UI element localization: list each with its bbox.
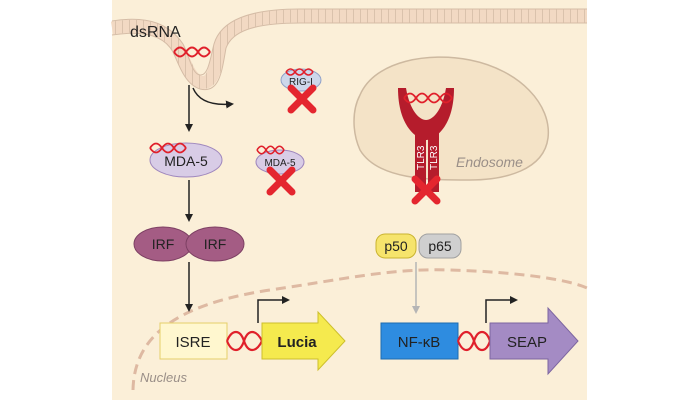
- tlr3-left-label: TLR3: [416, 145, 427, 170]
- promoter-arrow-icon: [257, 296, 290, 323]
- arrow-to-rig1: [192, 87, 234, 109]
- rig1-label: RIG-I: [289, 77, 313, 88]
- p50-label: p50: [384, 238, 408, 254]
- nucleus-label: Nucleus: [140, 370, 187, 385]
- lucia-arrow-shape: [261, 310, 346, 372]
- endosome: [353, 56, 550, 181]
- isre-lucia-reporter: ISRE Lucia: [159, 296, 346, 372]
- irf-left-label: IRF: [152, 236, 175, 252]
- seap-label: SEAP: [507, 334, 547, 351]
- dsrna-label: dsRNA: [130, 24, 181, 41]
- plasma-membrane: [110, 9, 587, 89]
- isre-label: ISRE: [175, 334, 210, 351]
- mda5-active-label: MDA-5: [164, 153, 208, 169]
- tlr3-right-label: TLR3: [429, 145, 440, 170]
- tlr3-receptor: TLR3 TLR3: [398, 88, 454, 192]
- p65-label: p65: [428, 238, 452, 254]
- dna-loop-icon: [225, 330, 263, 352]
- irf-dimer: IRF IRF: [133, 226, 245, 262]
- nfkb-label: NF-κB: [398, 334, 441, 351]
- mda5-blocked-label: MDA-5: [264, 158, 296, 169]
- rna-helix-icon: [173, 46, 211, 58]
- endosome-label: Endosome: [456, 154, 523, 170]
- nucleus-membrane: [131, 268, 588, 391]
- lucia-label: Lucia: [277, 334, 317, 351]
- mda5-active-protein: MDA-5: [149, 142, 223, 178]
- nfkb-subunits: p50 p65: [375, 233, 462, 259]
- dna-loop-icon: [456, 330, 492, 352]
- promoter-arrow-icon: [485, 296, 518, 323]
- nfkb-seap-reporter: NF-κB SEAP: [380, 296, 579, 376]
- irf-right-label: IRF: [204, 236, 227, 252]
- seap-arrow-shape: [489, 306, 579, 376]
